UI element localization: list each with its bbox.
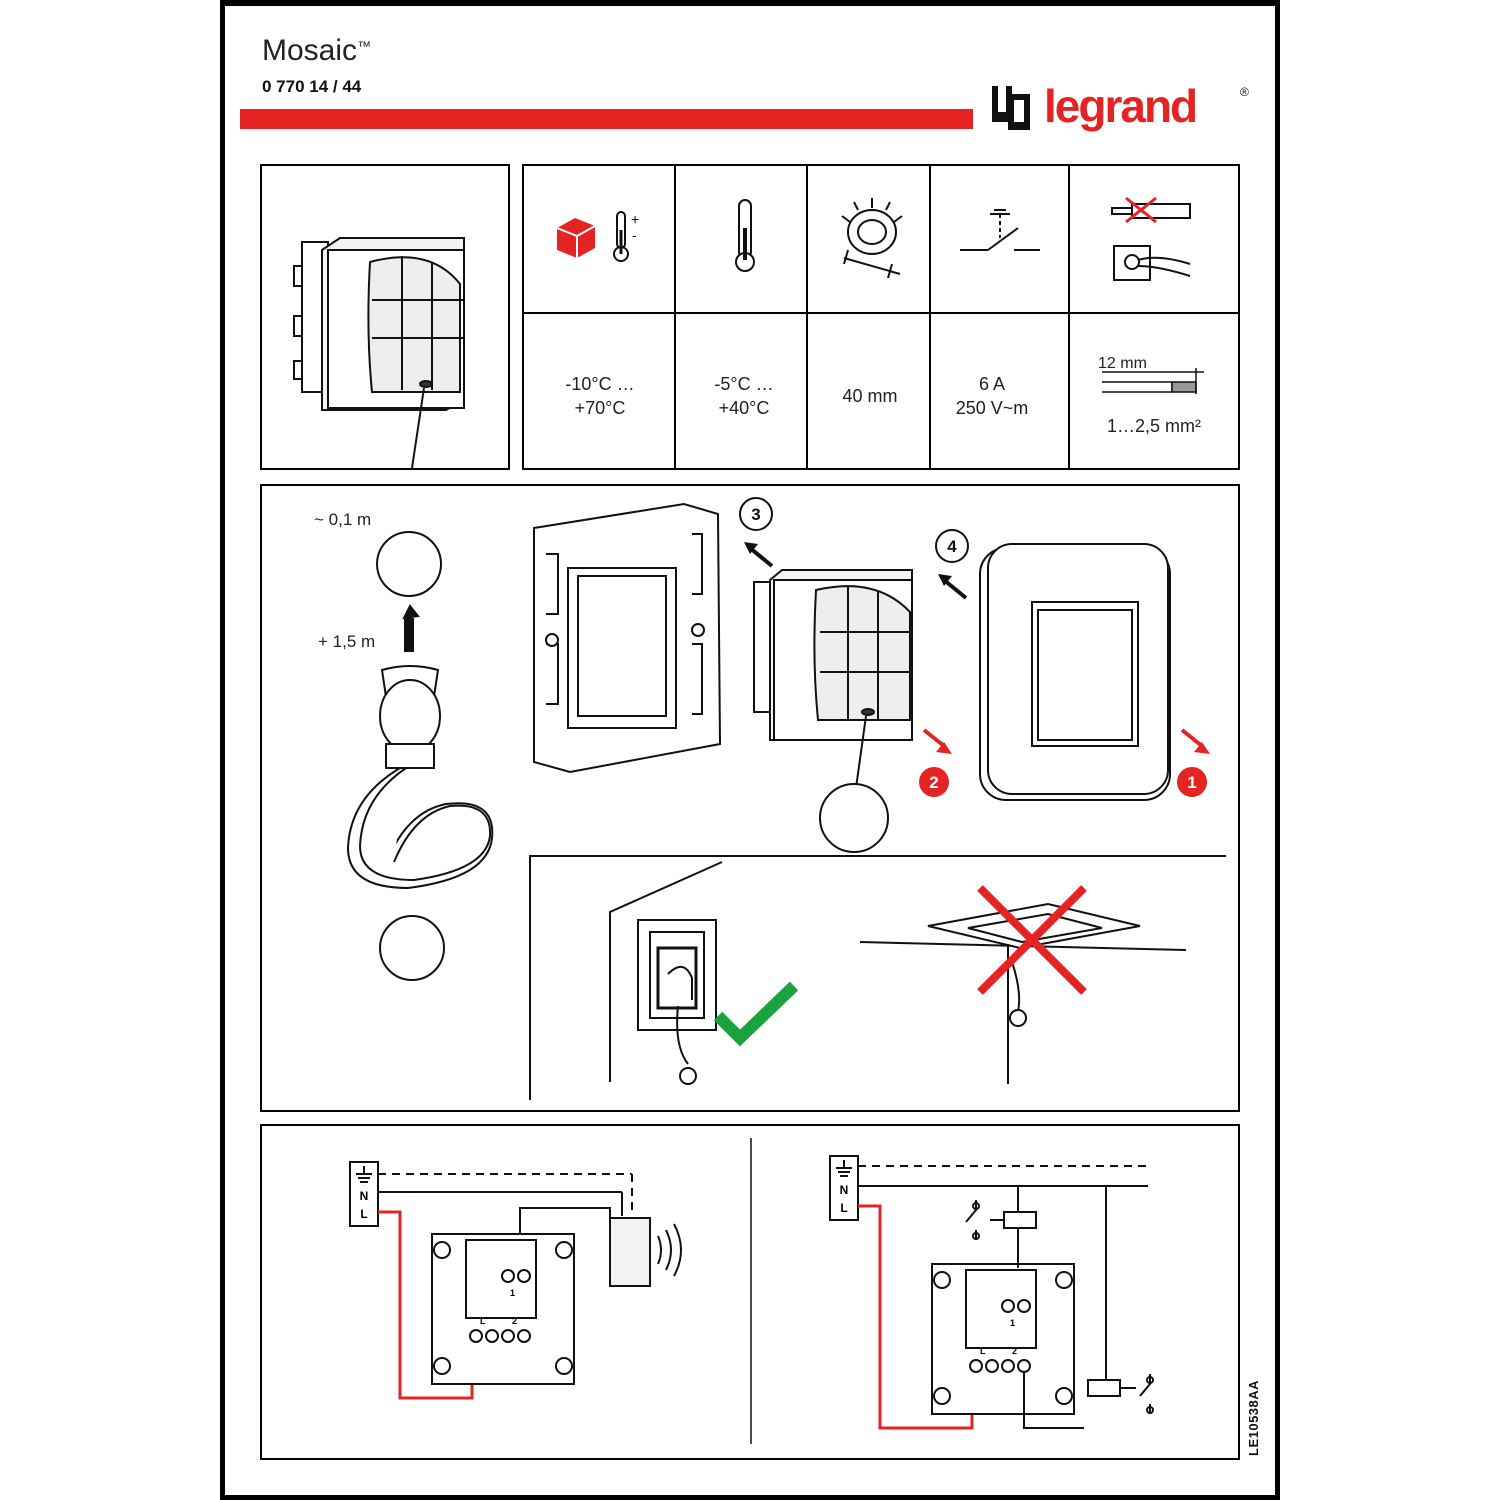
legrand-logo: legrand ®: [992, 80, 1249, 132]
arrow-pull-icon-2: [1180, 728, 1210, 754]
module-insertion-drawing: [753, 569, 913, 853]
arrow-push-icon-2: [938, 574, 968, 600]
extension-length-label: + 1,5 m: [318, 632, 376, 651]
svg-text:2: 2: [929, 773, 938, 792]
terminal-1-label: 1: [510, 1288, 515, 1298]
switch-contact-icon: [960, 209, 1040, 251]
strip-length-value: 12 mm: [1098, 355, 1147, 372]
svg-text:1: 1: [1187, 773, 1196, 792]
cross-icon: [977, 885, 1087, 995]
check-icon: [713, 981, 799, 1047]
wiring-panel: [260, 1124, 1240, 1460]
svg-text:-: -: [632, 227, 637, 243]
cross-section-value: 1…2,5 mm²: [1106, 416, 1202, 436]
logo-wordmark: legrand: [1044, 80, 1196, 132]
neutral-label-right: N: [840, 1183, 849, 1197]
step-1-marker: 1: [1177, 767, 1207, 797]
step-3-marker: 3: [739, 497, 773, 531]
document-id: LE10538AA: [1246, 1379, 1261, 1456]
wiring-divider: [750, 1138, 752, 1444]
neutral-label: N: [360, 1189, 369, 1203]
svg-text:4: 4: [947, 537, 957, 556]
storage-temperature-value: -10°C …+70°C: [565, 374, 635, 418]
mounting-depth-value: 40 mm: [842, 386, 898, 406]
terminal-2-label-right: 2: [1012, 1346, 1017, 1356]
cable-length-label: ~ 0,1 m: [314, 510, 372, 529]
wiring-diagram-right: N L 1 L 2: [829, 1155, 1154, 1440]
svg-text:+: +: [631, 211, 639, 227]
specs-grid-lines: [522, 164, 1240, 470]
screwless-terminal-icon: [1111, 196, 1191, 281]
wire-strip-icon: [1102, 368, 1204, 394]
step-4-marker: 4: [935, 529, 969, 563]
mounting-frame-drawing: [533, 502, 722, 774]
terminal-2-label: 2: [512, 1316, 517, 1326]
terminal-l-label: L: [480, 1316, 486, 1326]
wiring-diagram-left: N L 1 L 2: [349, 1161, 682, 1400]
mounting-box-icon: [841, 198, 903, 279]
sensor-cable-drawing: [346, 531, 494, 981]
arrow-push-icon: [744, 542, 774, 568]
step-2-marker: 2: [919, 767, 949, 797]
terminal-1-label-right: 1: [1010, 1318, 1015, 1328]
svg-text:3: 3: [751, 505, 760, 524]
arrow-pull-icon: [922, 728, 952, 754]
thermometer-icon: [735, 199, 755, 272]
header-red-bar: [240, 109, 973, 129]
operating-temperature-value: -5°C …+40°C: [714, 374, 774, 418]
product-title: Mosaic™: [262, 34, 372, 67]
terminal-l-label-right: L: [980, 1346, 986, 1356]
line-label-right: L: [840, 1201, 847, 1215]
cover-plate-drawing: [979, 543, 1171, 801]
line-label: L: [360, 1207, 367, 1221]
positioning-panel: [529, 855, 1226, 1100]
sensor-module-drawing: [293, 237, 465, 469]
product-reference: 0 770 14 / 44: [262, 77, 362, 96]
storage-temperature-icon: + -: [556, 211, 639, 262]
logo-registered: ®: [1240, 85, 1249, 99]
